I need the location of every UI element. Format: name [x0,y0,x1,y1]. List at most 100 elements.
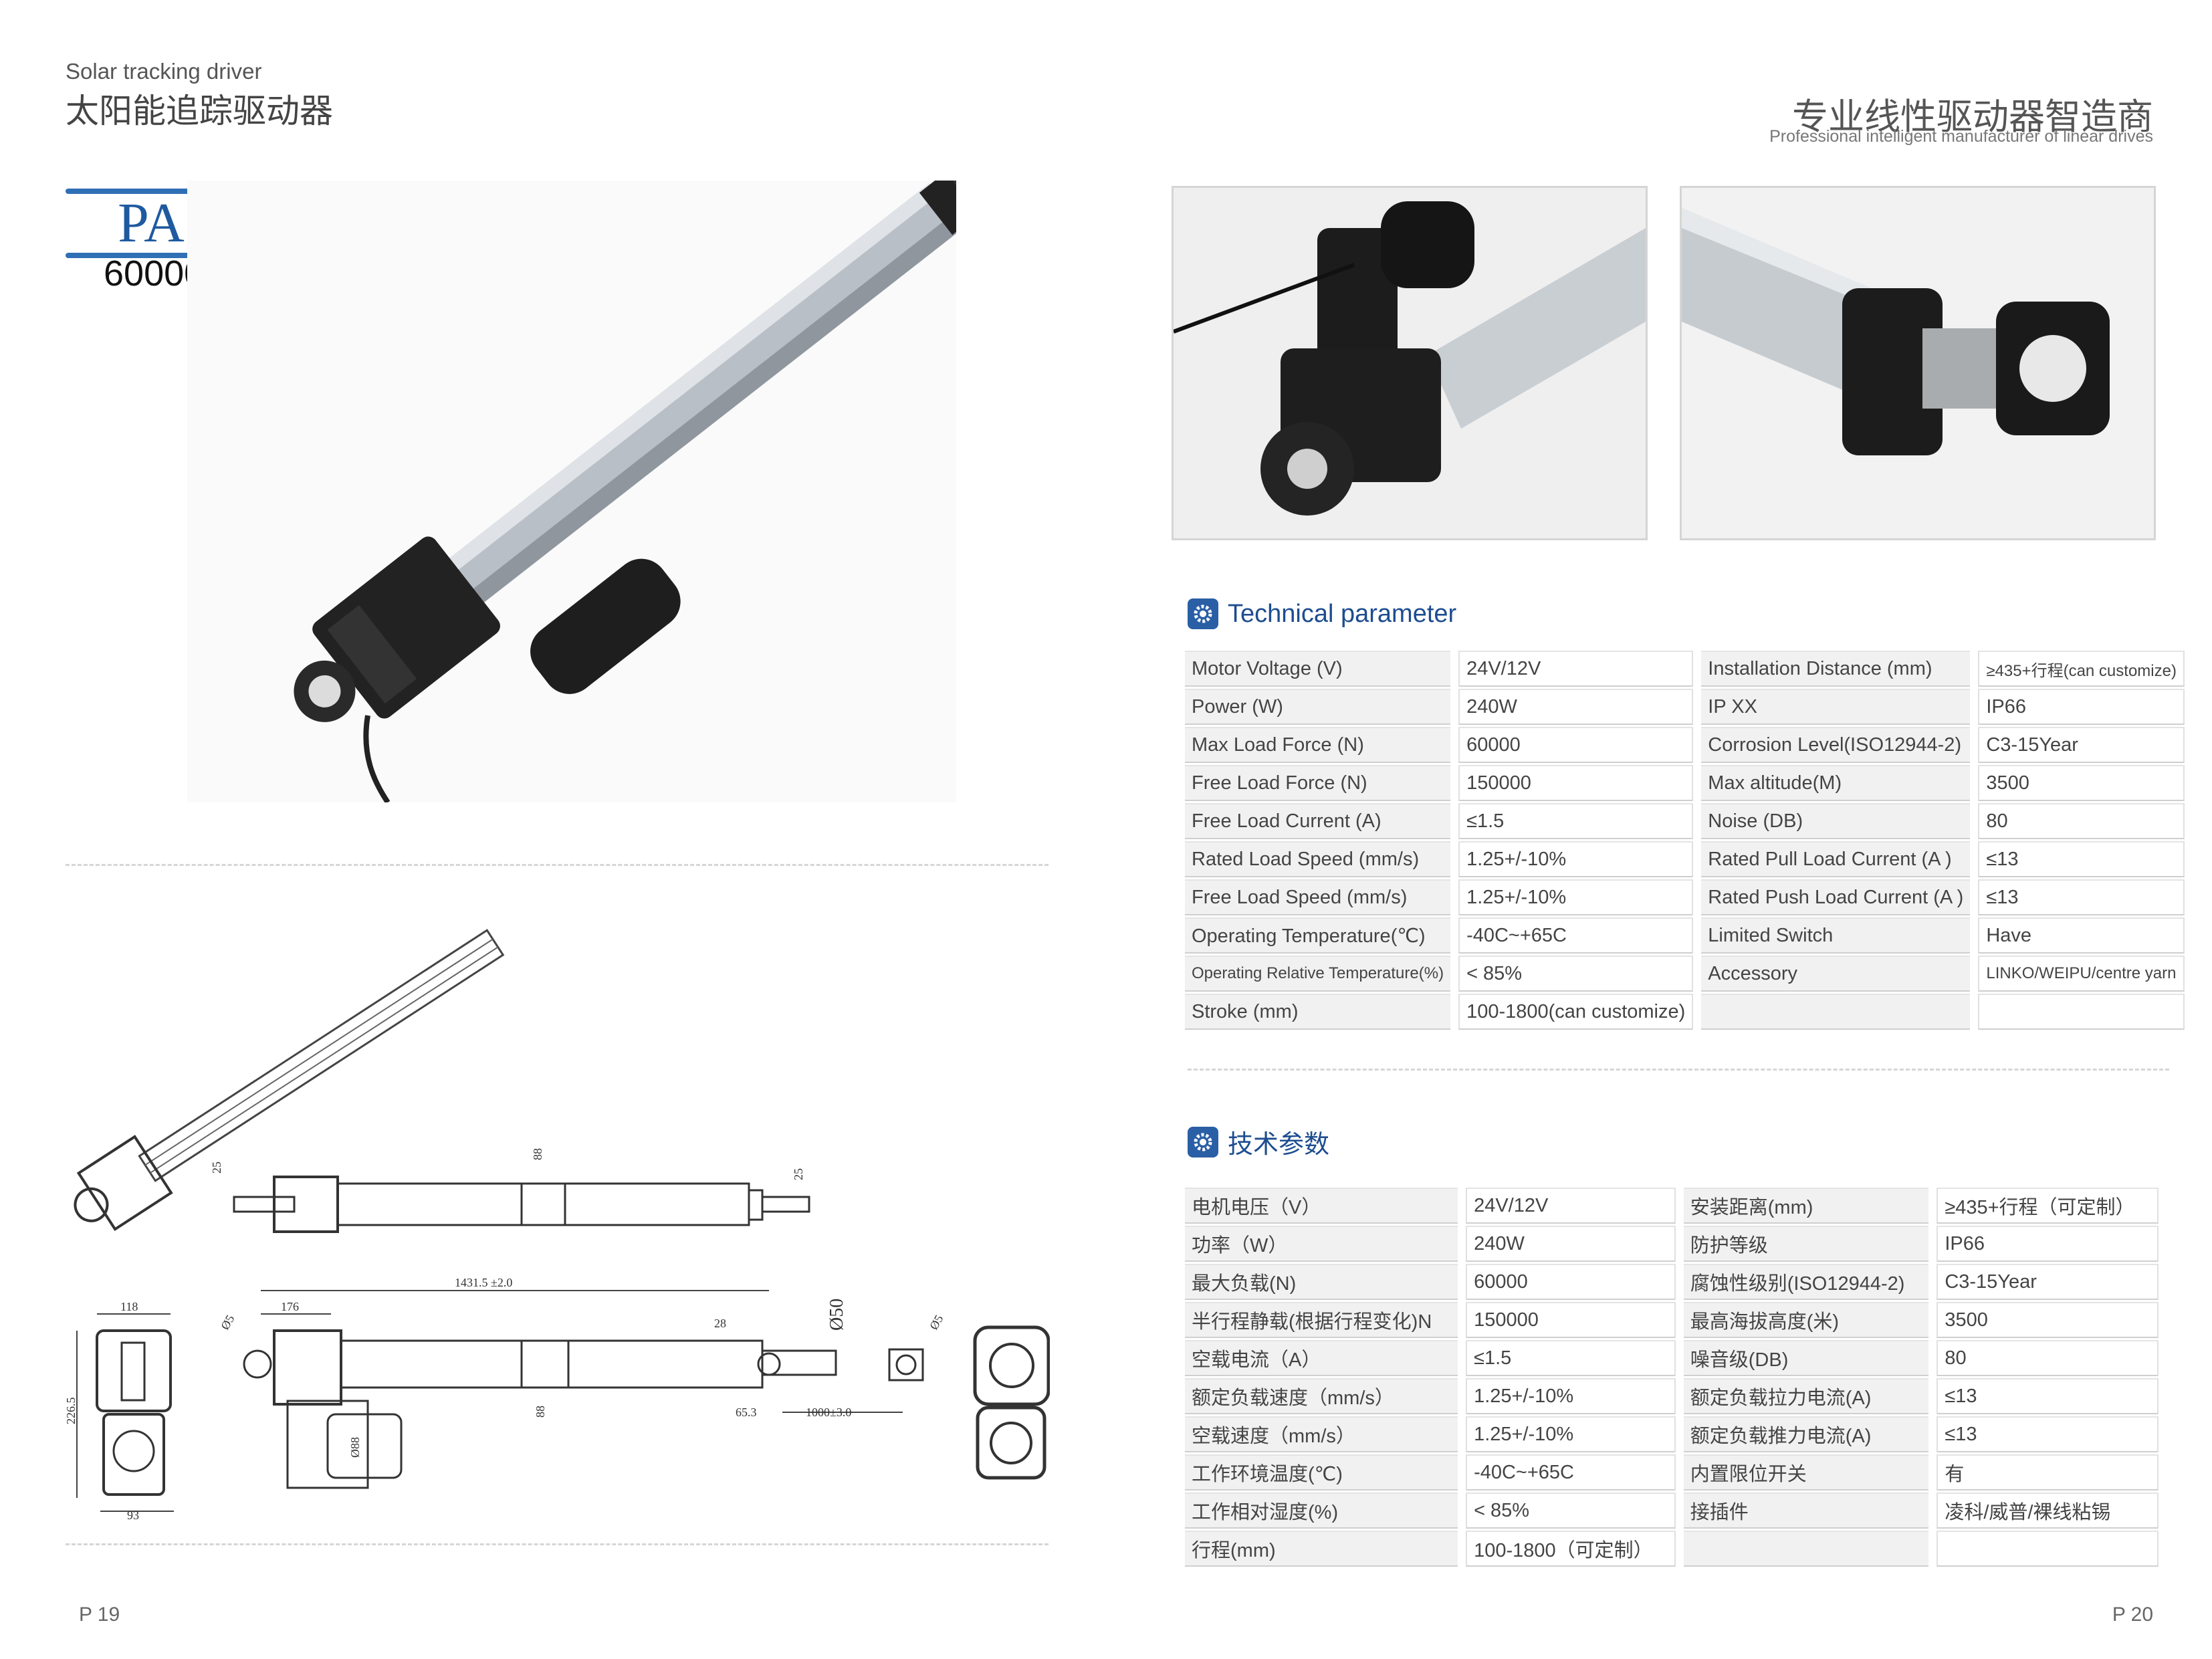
photo-rod-end-closeup [1680,186,2156,540]
dim-label: Ø50 [826,1299,847,1331]
front-view-left [96,1329,172,1496]
dim-label: 118 [120,1300,138,1313]
table-row: 空载速度（mm/s）1.25+/-10%额定负载推力电流(A)≤13 [1185,1416,2159,1452]
dim-label: 25 [792,1168,805,1180]
param-value: 80 [1978,803,2185,839]
param-value: ≤1.5 [1466,1340,1676,1376]
param-value: ≤1.5 [1458,803,1694,839]
motor-closeup-image [1174,188,1646,538]
model-bar-bottom [66,253,293,258]
dim-label: 65.3 [736,1406,757,1419]
actuator-main-image [187,181,956,802]
param-name: 腐蚀性级别(ISO12944-2) [1683,1264,1929,1300]
param-value: 240W [1458,689,1694,725]
table-row: Operating Relative Temperature(%)< 85%Ac… [1185,956,2185,992]
param-name: IP XX [1701,689,1971,725]
param-name: Rated Pull Load Current (A ) [1701,841,1971,877]
param-name: Installation Distance (mm) [1701,651,1971,687]
side-view-lower [243,1329,924,1489]
separator-right [1188,1069,2169,1071]
param-value: < 85% [1458,956,1694,992]
param-name: Free Load Force (N) [1185,765,1451,801]
param-name: Power (W) [1185,689,1451,725]
dim-label: Ø5 [927,1313,946,1332]
dim-label: 88 [534,1406,547,1418]
section-title-cn: 技术参数 [1188,1123,1329,1160]
dim-label: 1000±3.0 [806,1406,851,1419]
param-value: ≤13 [1978,879,2185,915]
param-name: Free Load Speed (mm/s) [1185,879,1451,915]
param-name: 工作环境温度(℃) [1185,1454,1458,1490]
param-value: ≤13 [1978,841,2185,877]
section-title-en-text: Technical parameter [1228,599,1457,628]
param-value: 60000 [1458,727,1694,763]
slogan-en: Professional intelligent manufacturer of… [1769,127,2153,146]
param-name: 空载电流（A） [1185,1340,1458,1376]
dim-label: 28 [714,1317,726,1330]
param-name: 额定负载推力电流(A) [1683,1416,1929,1452]
param-name: 功率（W） [1185,1226,1458,1262]
param-name: Noise (DB) [1701,803,1971,839]
param-name: 空载速度（mm/s） [1185,1416,1458,1452]
param-value: 80 [1937,1340,2159,1376]
table-row: Stroke (mm)100-1800(can customize) [1185,994,2185,1030]
param-name: Rated Push Load Current (A ) [1701,879,1971,915]
dim-label: 176 [281,1300,299,1313]
table-row: 行程(mm)100-1800（可定制） [1185,1531,2159,1567]
param-value: 100-1800(can customize) [1458,994,1694,1030]
param-value: 24V/12V [1458,651,1694,687]
param-value: 有 [1937,1454,2159,1490]
photo-motor-closeup [1172,186,1648,540]
param-value: 1.25+/-10% [1466,1416,1676,1452]
param-name: 内置限位开关 [1683,1454,1929,1490]
param-name: Operating Relative Temperature(%) [1185,956,1451,992]
param-value: 60000 [1466,1264,1676,1300]
param-name: 半行程静载(根据行程变化)N [1185,1302,1458,1338]
param-value: < 85% [1466,1492,1676,1529]
separator-left-1 [66,864,1048,866]
page-number-right: P 20 [2112,1603,2153,1626]
param-value: ≤13 [1937,1416,2159,1452]
param-value: -40C~+65C [1466,1454,1676,1490]
param-value: ≤13 [1937,1378,2159,1414]
dim-label: 93 [127,1509,139,1522]
dim-label: 88 [531,1148,544,1160]
param-name: 额定负载速度（mm/s） [1185,1378,1458,1414]
param-name: Max altitude(M) [1701,765,1971,801]
param-name: 防护等级 [1683,1226,1929,1262]
isometric-sketch [74,929,505,1232]
gear-icon [1188,598,1218,629]
param-value: 凌科/威普/裸线粘锡 [1937,1492,2159,1529]
param-value: -40C~+65C [1458,917,1694,954]
section-title-cn-text: 技术参数 [1228,1131,1330,1159]
param-name: Max Load Force (N) [1185,727,1451,763]
section-title-en: Technical parameter [1188,598,1456,629]
table-row: Rated Load Speed (mm/s)1.25+/-10%Rated P… [1185,841,2185,877]
param-name: Stroke (mm) [1185,994,1451,1030]
slogan-cn: 专业线性驱动器智造商 [1792,97,2153,137]
subtitle-en: Solar tracking driver [66,59,262,84]
param-name: 额定负载拉力电流(A) [1683,1378,1929,1414]
dim-label: Ø5 [218,1313,237,1332]
dim-label: Ø88 [348,1437,362,1458]
param-value: ≥435+行程（可定制） [1937,1188,2159,1224]
table-row: 额定负载速度（mm/s）1.25+/-10%额定负载拉力电流(A)≤13 [1185,1378,2159,1414]
subtitle-cn: 太阳能追踪驱动器 [66,92,333,130]
param-name: 最大负载(N) [1185,1264,1458,1300]
separator-left-2 [66,1543,1048,1545]
param-value: 24V/12V [1466,1188,1676,1224]
dim-label: 25 [210,1162,223,1174]
param-name: 电机电压（V） [1185,1188,1458,1224]
param-value [1937,1531,2159,1567]
param-value: 1.25+/-10% [1458,841,1694,877]
param-name: Operating Temperature(℃) [1185,917,1451,954]
technical-drawing: 25 88 25 1431.5 ±2.0 176 28 Ø50 Ø5 Ø5 11… [64,929,1050,1522]
